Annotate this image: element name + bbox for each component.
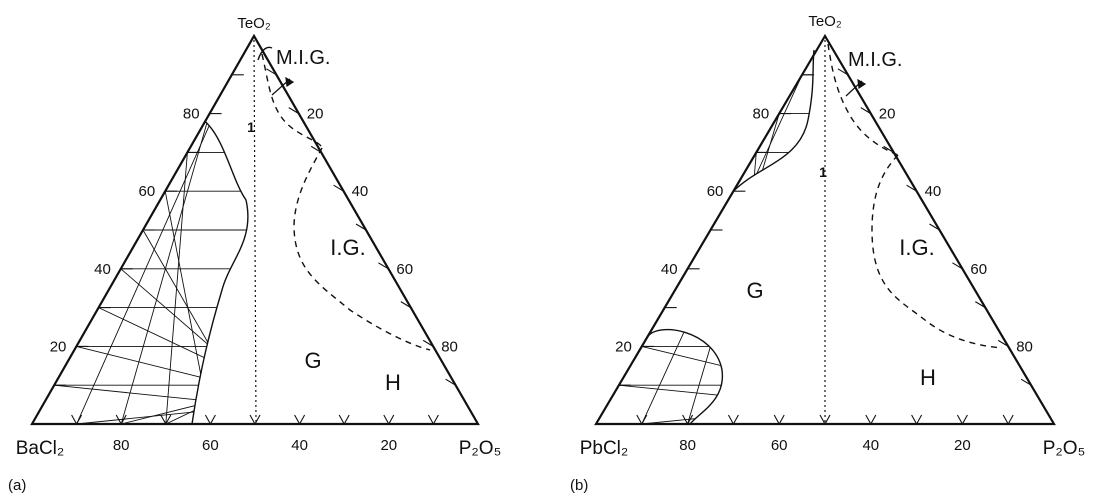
panel-a: TeO₂ BaCl₂ P₂O₅ 80 60 40 20 80 60 40 20 … <box>8 15 501 494</box>
panel-a-left-tick-label: 40 <box>94 261 111 278</box>
panel-a-tick-marks <box>54 68 456 425</box>
panel-b-region-immiscible: I.G. <box>899 235 934 260</box>
panel-a-vertex-left: BaCl₂ <box>16 438 65 459</box>
panel-b-bottom-tick-label: 20 <box>954 437 971 454</box>
panel-a-top-boundary <box>257 46 273 61</box>
panel-a-ig-dashed-boundary <box>293 147 431 351</box>
panel-a-vertex-right: P₂O₅ <box>459 438 501 459</box>
panel-a-glass-boundary <box>191 120 249 425</box>
panel-b: TeO₂ PbCl₂ P₂O₅ 80 60 40 20 80 60 40 20 … <box>570 13 1085 494</box>
panel-a-bottom-tick-label: 20 <box>380 437 397 454</box>
panel-b-bottom-tick-label: 80 <box>679 437 696 454</box>
panel-a-vertex-top: TeO₂ <box>237 15 271 32</box>
panel-a-left-tick-label: 20 <box>50 338 67 355</box>
panel-b-ig-dashed-boundary <box>871 154 1003 349</box>
panel-a-mig-pointer <box>271 76 295 96</box>
panel-b-tick-marks <box>618 68 1032 425</box>
panel-b-line-label: 1 <box>819 164 827 180</box>
panel-b-glass-boundary <box>732 49 815 192</box>
panel-b-vertex-top: TeO₂ <box>808 13 842 30</box>
panel-a-right-tick-label: 60 <box>396 261 413 278</box>
panel-a-left-tick-label: 60 <box>139 183 156 200</box>
panel-a-region-immiscible: I.G. <box>330 235 365 260</box>
panel-a-bottom-tick-label: 60 <box>202 437 219 454</box>
panel-b-right-tick-label: 80 <box>1016 338 1033 355</box>
panel-b-left-tick-label: 20 <box>615 338 632 355</box>
panel-a-right-tick-label: 80 <box>441 338 458 355</box>
panel-b-bottom-tick-label: 40 <box>862 437 879 454</box>
panel-a-region-hydroscopic: H <box>385 370 401 395</box>
panel-b-left-tick-label: 60 <box>707 183 724 200</box>
panel-a-label: (a) <box>8 477 26 494</box>
panel-b-region-hydroscopic: H <box>920 365 936 390</box>
panel-a-bottom-tick-label: 40 <box>291 437 308 454</box>
panel-a-right-tick-label: 40 <box>352 183 369 200</box>
panel-b-label: (b) <box>570 477 588 494</box>
panel-b-region-glass: G <box>746 278 763 303</box>
panel-a-region-mig: M.I.G. <box>276 47 330 69</box>
panel-b-right-tick-label: 60 <box>970 261 987 278</box>
panel-a-region-glass: G <box>304 348 321 373</box>
panel-b-vertex-right: P₂O₅ <box>1043 438 1085 459</box>
panel-b-vertex-left: PbCl₂ <box>580 438 629 459</box>
panel-b-left-tick-label: 80 <box>753 106 770 123</box>
panel-b-mig-pointer <box>845 78 867 97</box>
panel-a-line-label: 1 <box>247 119 255 135</box>
panel-b-left-tick-label: 40 <box>661 261 678 278</box>
panel-b-region-mig: M.I.G. <box>848 49 902 71</box>
panel-b-right-tick-label: 40 <box>925 183 942 200</box>
panel-a-dotted-join-line <box>253 39 257 425</box>
panel-b-right-tick-label: 20 <box>879 106 896 123</box>
panel-a-right-tick-label: 20 <box>307 106 324 123</box>
panel-a-left-tick-label: 80 <box>183 106 200 123</box>
panel-b-mig-dashed-boundary <box>827 43 899 156</box>
panel-b-top-boundary <box>645 328 723 425</box>
panel-b-bottom-tick-label: 60 <box>771 437 788 454</box>
panel-a-bottom-tick-label: 80 <box>113 437 130 454</box>
